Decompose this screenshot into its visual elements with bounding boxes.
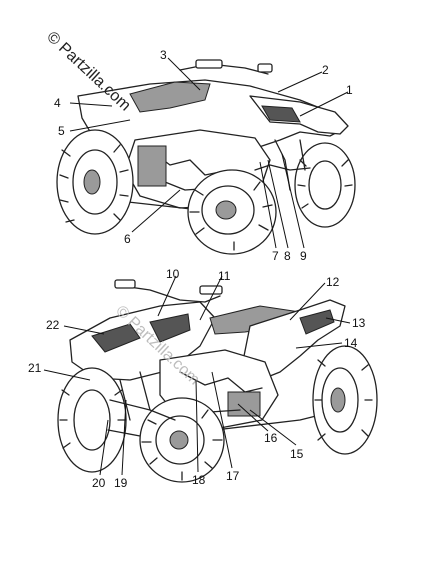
callout-11: 11 — [218, 269, 231, 283]
callout-22: 22 — [46, 318, 60, 332]
callout-9: 9 — [300, 249, 307, 263]
atv-rear-view-drawing — [56, 59, 356, 255]
callout-14: 14 — [344, 336, 358, 350]
callout-8: 8 — [284, 249, 291, 263]
callout-13: 13 — [352, 316, 366, 330]
leader-lines — [43, 57, 351, 476]
callout-21: 21 — [28, 361, 42, 375]
callout-numbers: 1 2 3 4 5 6 7 8 9 10 11 12 13 14 15 16 1… — [28, 48, 366, 490]
callout-7: 7 — [272, 249, 279, 263]
callout-10: 10 — [166, 267, 180, 281]
callout-3: 3 — [160, 48, 167, 62]
atv-front-view-drawing — [57, 279, 378, 483]
callout-19: 19 — [114, 476, 128, 490]
callout-15: 15 — [290, 447, 304, 461]
callout-2: 2 — [322, 63, 329, 77]
callout-1: 1 — [346, 83, 353, 97]
callout-20: 20 — [92, 476, 106, 490]
callout-5: 5 — [58, 124, 65, 138]
callout-18: 18 — [192, 473, 206, 487]
callout-17: 17 — [226, 469, 240, 483]
callout-16: 16 — [264, 431, 278, 445]
callout-4: 4 — [54, 96, 61, 110]
callout-12: 12 — [326, 275, 340, 289]
callout-6: 6 — [124, 232, 131, 246]
